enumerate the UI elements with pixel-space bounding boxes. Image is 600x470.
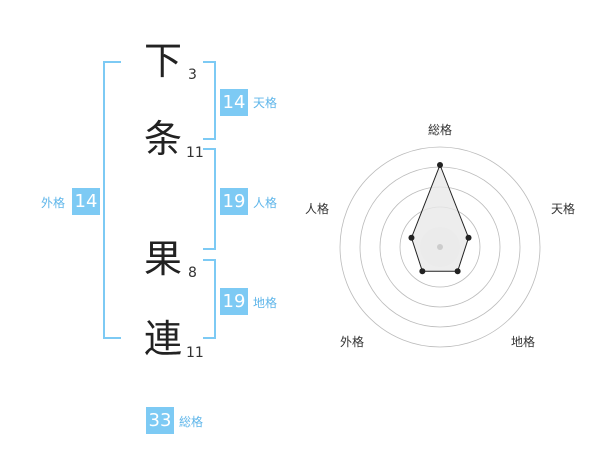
name-char-2: 条 bbox=[144, 117, 183, 161]
soukaku-badge: 33 bbox=[146, 407, 174, 434]
gaikaku-bracket bbox=[103, 61, 121, 339]
chikaku-bracket bbox=[203, 259, 216, 339]
soukaku-label: 総格 bbox=[179, 415, 204, 429]
radar-label-jinkaku: 人格 bbox=[305, 202, 330, 216]
stroke-count-3: 8 bbox=[188, 265, 197, 281]
name-char-4: 連 bbox=[144, 317, 183, 361]
radar-point-4 bbox=[419, 268, 426, 275]
radar-svg bbox=[339, 146, 541, 348]
name-char-1: 下 bbox=[144, 39, 183, 83]
stroke-count-4: 11 bbox=[186, 345, 204, 361]
jinkaku-label: 人格 bbox=[253, 196, 278, 210]
tenkaku-bracket bbox=[203, 61, 216, 140]
jinkaku-badge: 19 bbox=[220, 188, 248, 215]
chikaku-badge: 19 bbox=[220, 288, 248, 315]
tenkaku-badge: 14 bbox=[220, 89, 248, 116]
radar-label-soukaku: 総格 bbox=[428, 123, 453, 137]
name-char-3: 果 bbox=[144, 237, 183, 281]
stroke-count-2: 11 bbox=[186, 145, 204, 161]
jinkaku-bracket bbox=[203, 148, 216, 250]
radar-point-5 bbox=[408, 234, 415, 241]
tenkaku-label: 天格 bbox=[253, 96, 278, 110]
radar-polygon bbox=[410, 163, 470, 272]
gaikaku-label: 外格 bbox=[41, 196, 66, 210]
radar-label-gaikaku: 外格 bbox=[340, 335, 365, 349]
radar-label-tenkaku: 天格 bbox=[551, 202, 576, 216]
radar-chart: 総格 天格 地格 外格 人格 bbox=[300, 110, 580, 380]
radar-point-1 bbox=[437, 162, 443, 168]
radar-ring-1 bbox=[339, 146, 541, 348]
radar-point-3 bbox=[454, 268, 461, 275]
stroke-count-1: 3 bbox=[188, 67, 197, 83]
radar-center-dot bbox=[437, 244, 443, 250]
gaikaku-badge: 14 bbox=[72, 188, 100, 215]
radar-point-2 bbox=[465, 234, 472, 241]
chikaku-label: 地格 bbox=[253, 296, 278, 310]
radar-label-chikaku: 地格 bbox=[511, 335, 536, 349]
